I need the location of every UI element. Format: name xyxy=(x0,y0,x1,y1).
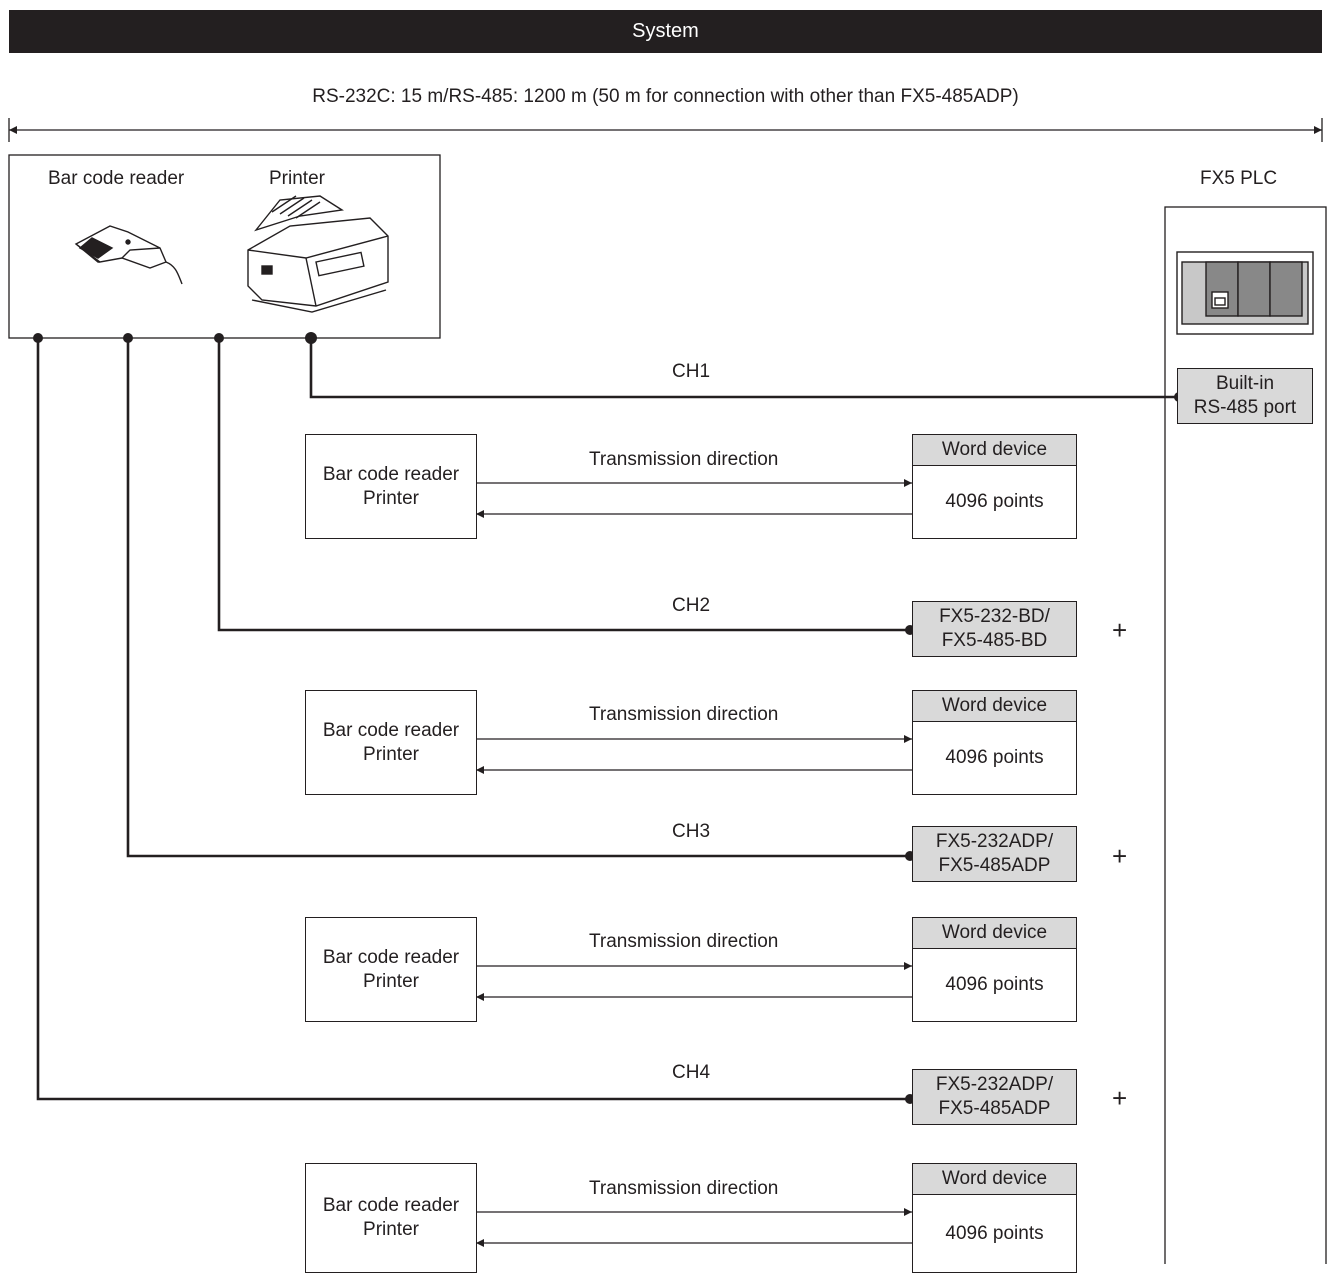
device-line-2: Printer xyxy=(363,487,419,509)
ch4-plus-sign: + xyxy=(1112,1083,1128,1113)
ch2-plus-sign: + xyxy=(1112,615,1128,645)
ch1-label: CH1 xyxy=(672,361,711,382)
word-device-header-4: Word device xyxy=(912,1163,1077,1195)
word-device-points-3: 4096 points xyxy=(912,948,1077,1022)
ch1-node-top xyxy=(305,332,317,344)
transmission-direction-label-2: Transmission direction xyxy=(589,704,779,725)
word-device-header-1: Word device xyxy=(912,434,1077,466)
ch2-node-top xyxy=(214,333,224,343)
device-box-ch1: Bar code reader Printer xyxy=(305,434,477,539)
ch3-plus-sign: + xyxy=(1112,841,1128,871)
builtin-port-line-1: Built-in xyxy=(1215,373,1275,394)
ch4-wire xyxy=(36,338,910,1101)
system-header: System xyxy=(9,10,1322,53)
header-title: System xyxy=(632,20,699,42)
distance-note: RS-232C: 15 m/RS-485: 1200 m (50 m for c… xyxy=(312,86,1019,107)
peripheral-group-box xyxy=(8,154,441,339)
device-line-1: Bar code reader xyxy=(322,719,460,741)
ch2-label: CH2 xyxy=(672,595,711,616)
ch4-module-line-1: FX5-232ADP/ xyxy=(935,1074,1054,1095)
transmission-arrows xyxy=(476,479,912,1247)
printer-label: Printer xyxy=(269,168,325,189)
ch3-module: FX5-232ADP/ FX5-485ADP xyxy=(912,826,1077,882)
plc-box xyxy=(1164,206,1327,1264)
device-line-1: Bar code reader xyxy=(322,463,460,485)
builtin-port-line-2: RS-485 port xyxy=(1193,397,1297,418)
ch2-module-line-1: FX5-232-BD/ xyxy=(939,606,1050,627)
ch2-module: FX5-232-BD/ FX5-485-BD xyxy=(912,601,1077,657)
device-line-1: Bar code reader xyxy=(322,1195,460,1216)
device-line-2: Printer xyxy=(363,743,419,765)
device-box-ch2: Bar code reader Printer xyxy=(305,690,477,795)
ch4-module-line-2: FX5-485ADP xyxy=(938,1098,1051,1119)
transmission-direction-label-1: Transmission direction xyxy=(589,449,779,470)
device-box-ch4: Bar code reader Printer xyxy=(305,1163,477,1273)
device-line-1: Bar code reader xyxy=(322,946,460,968)
word-device-points-4: 4096 points xyxy=(912,1194,1077,1273)
ch3-node-top xyxy=(123,333,133,343)
ch2-module-line-2: FX5-485-BD xyxy=(941,630,1048,651)
word-device-header-2: Word device xyxy=(912,690,1077,722)
word-device-points-2: 4096 points xyxy=(912,721,1077,795)
device-line-2: Printer xyxy=(363,970,419,992)
ch4-node-top xyxy=(33,333,43,343)
ch3-module-line-2: FX5-485ADP xyxy=(938,855,1051,876)
ch4-module: FX5-232ADP/ FX5-485ADP xyxy=(912,1069,1077,1125)
barcode-reader-label: Bar code reader xyxy=(48,168,185,189)
plc-title: FX5 PLC xyxy=(1200,168,1278,189)
word-device-points-1: 4096 points xyxy=(912,465,1077,539)
distance-span-arrow xyxy=(8,118,1323,142)
ch3-wire xyxy=(126,338,910,858)
ch2-wire xyxy=(217,338,910,632)
ch1-wire xyxy=(309,338,1177,399)
device-line-2: Printer xyxy=(363,1219,419,1240)
device-box-ch3: Bar code reader Printer xyxy=(305,917,477,1022)
plc-module-icon xyxy=(1176,251,1314,335)
ch4-label: CH4 xyxy=(672,1062,711,1083)
ch3-module-line-1: FX5-232ADP/ xyxy=(935,831,1054,852)
transmission-direction-label-3: Transmission direction xyxy=(589,931,779,952)
ch3-label: CH3 xyxy=(672,821,711,842)
builtin-rs485-port: Built-in RS-485 port xyxy=(1177,368,1313,424)
barcode-reader-icon xyxy=(74,225,183,285)
printer-icon xyxy=(247,195,389,313)
transmission-direction-label-4: Transmission direction xyxy=(589,1178,779,1199)
word-device-header-3: Word device xyxy=(912,917,1077,949)
